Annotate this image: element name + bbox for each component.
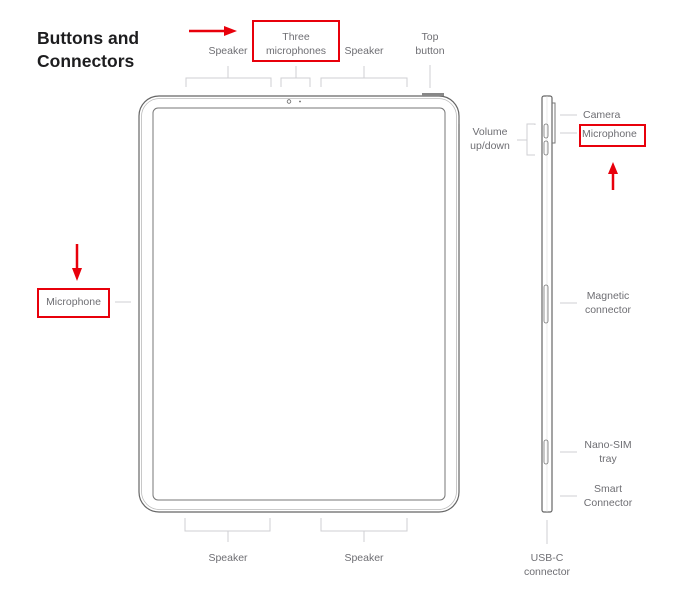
page-title: Buttons and Connectors [37,27,139,73]
label-three-microphones: Three microphones [265,31,327,57]
label-microphone-left: Microphone [46,296,101,308]
top-brackets [115,65,577,544]
title-line-1: Buttons and [37,28,140,48]
label-speaker-bottom-right: Speaker [344,552,384,564]
front-camera-icon [286,99,292,104]
label-speaker-top-right: Speaker [344,45,384,57]
label-camera: Camera [583,109,621,121]
highlight-three-microphones [252,20,340,62]
highlight-microphone-right [579,124,646,147]
label-volume: Volume up/down [470,126,510,152]
label-top-button: Top button [415,31,445,57]
ipad-side-view [541,95,556,513]
label-microphone-right: Microphone [582,128,637,140]
ipad-front-view [138,93,460,513]
label-magnetic-connector: Magnetic connector [584,290,632,316]
top-button-shape [422,93,444,96]
highlight-microphone-left [37,288,110,318]
label-speaker-top-left: Speaker [208,45,248,57]
title-line-2: Connectors [37,51,135,71]
label-smart-connector: Smart Connector [583,483,633,509]
label-nano-sim-tray: Nano-SIM tray [584,439,632,465]
front-mic-dot-icon [299,100,301,103]
annotation-arrows [72,26,618,281]
label-speaker-bottom-left: Speaker [208,552,248,564]
label-usb-c-connector: USB-C connector [523,552,571,578]
